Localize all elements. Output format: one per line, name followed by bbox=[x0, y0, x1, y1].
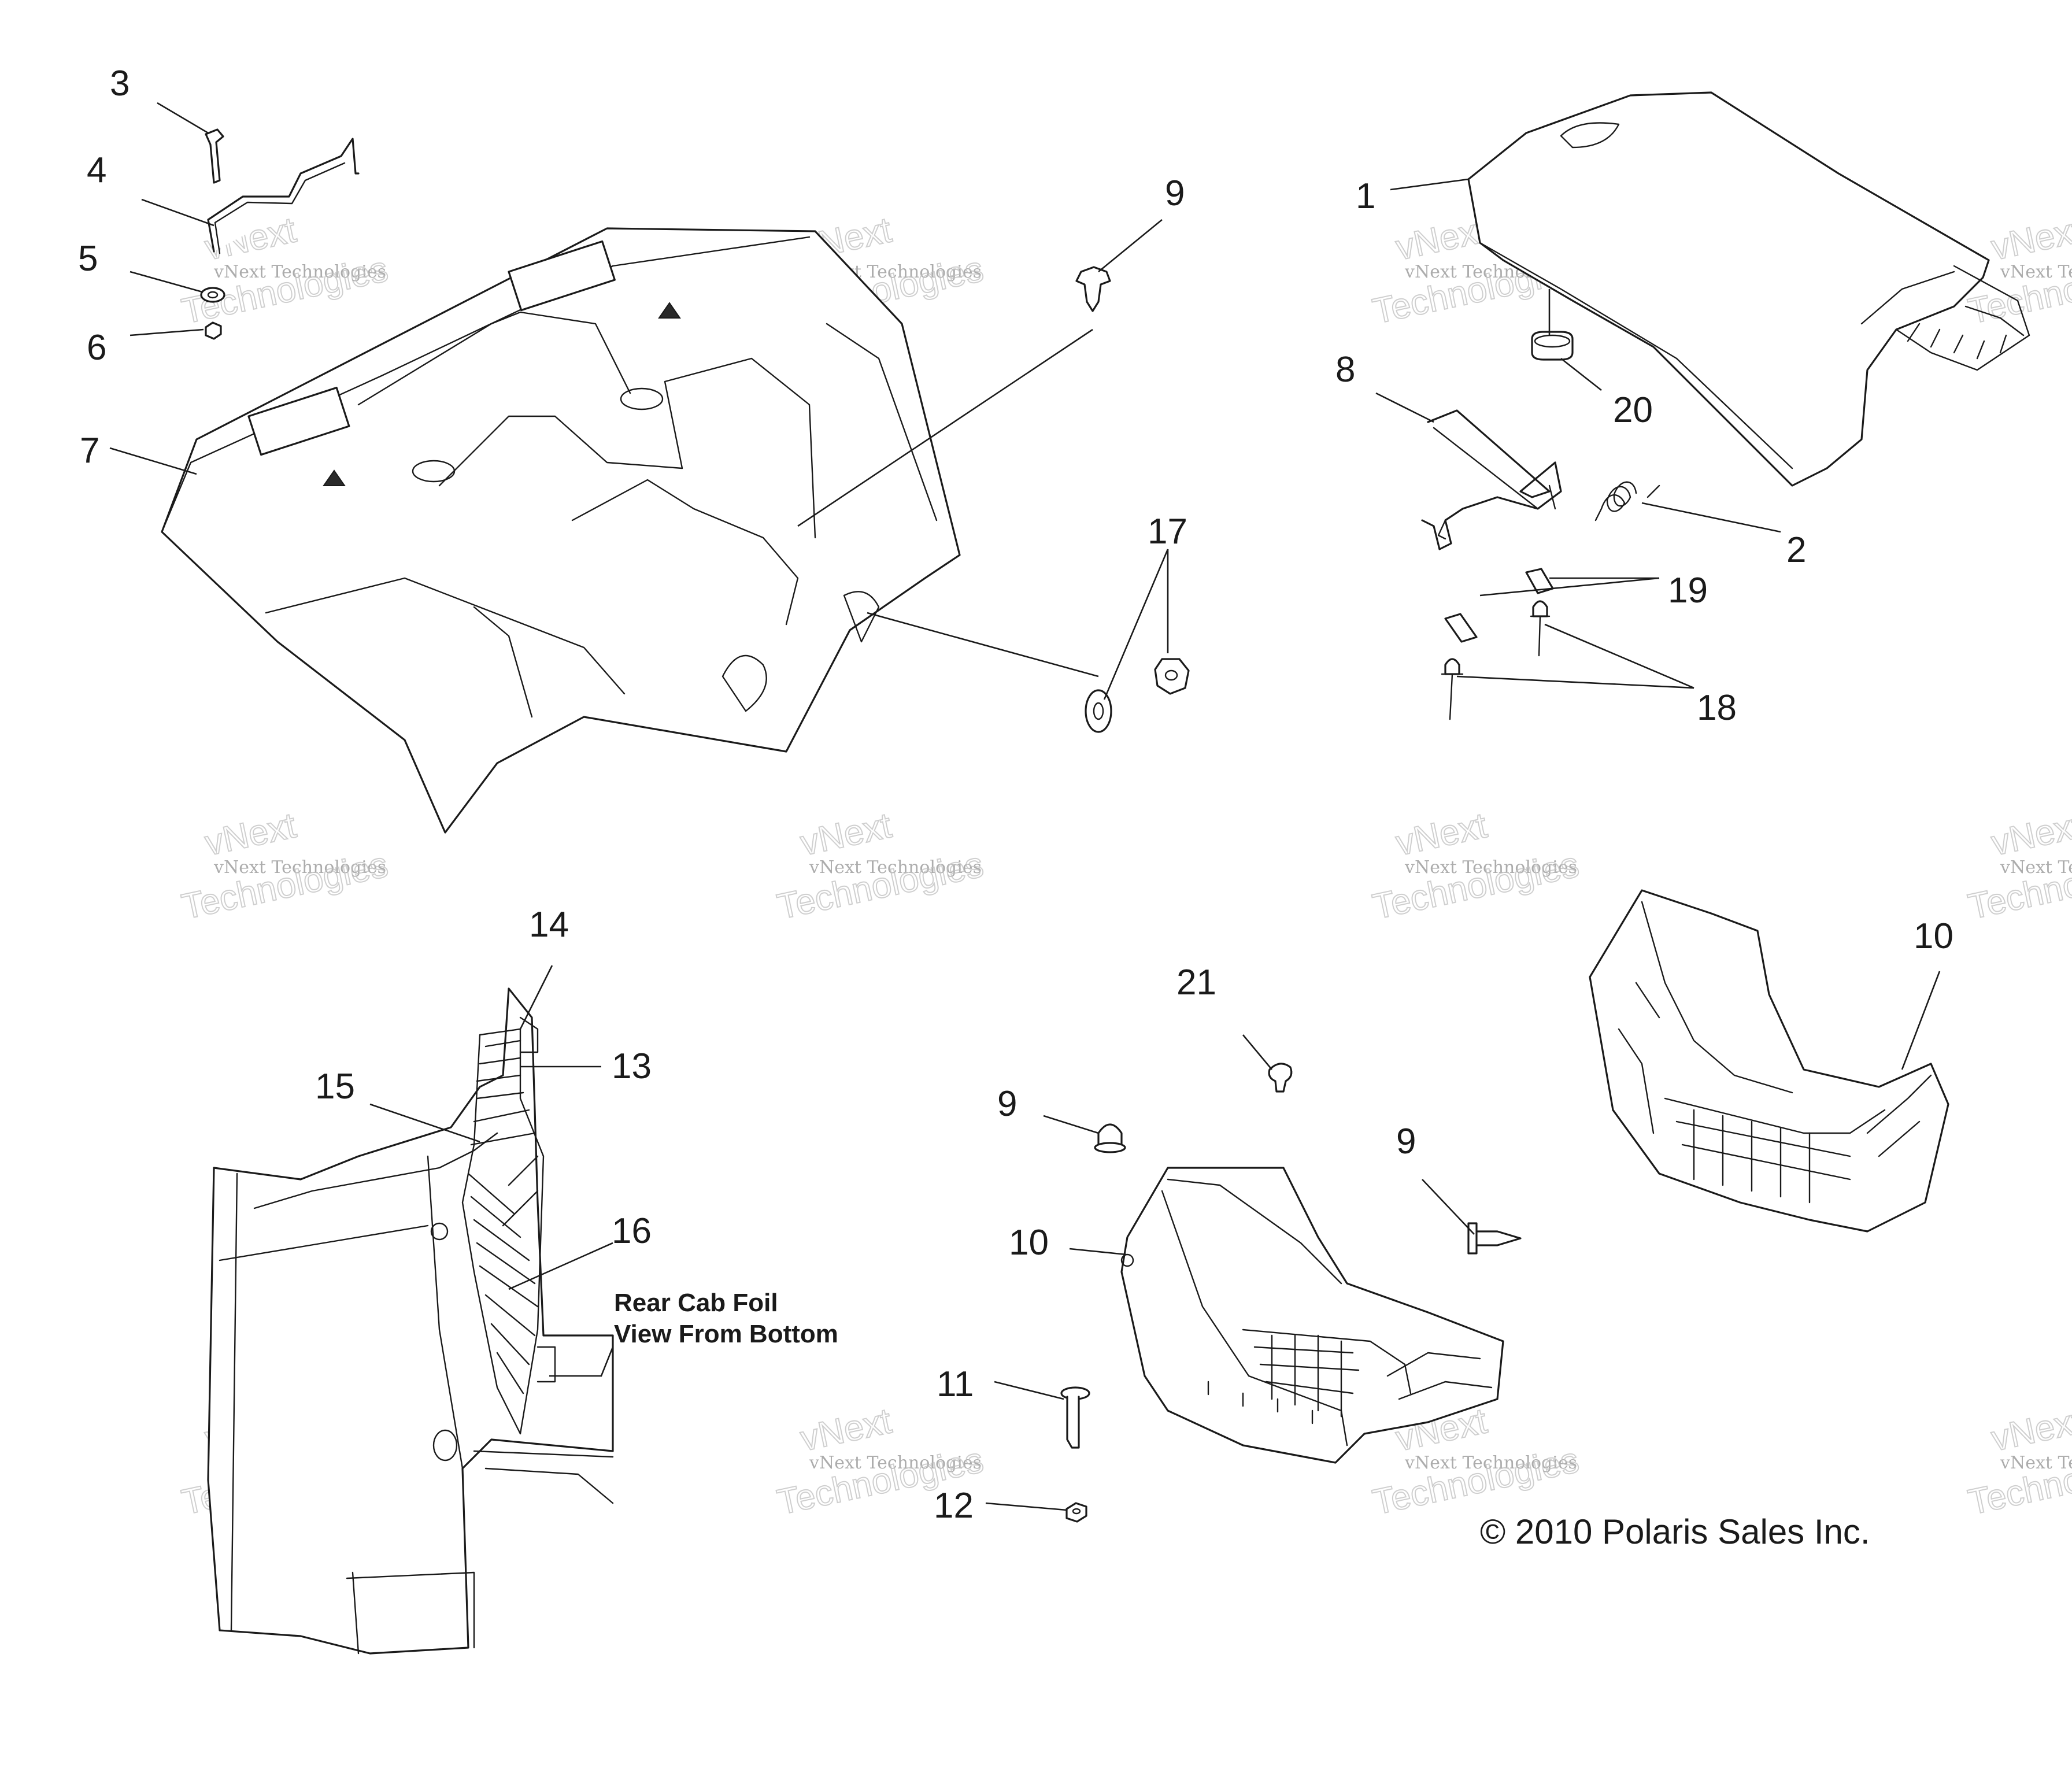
svg-text:vNext Technologies: vNext Technologies bbox=[213, 857, 386, 878]
callout-6: 6 bbox=[87, 328, 106, 368]
push-rivet-part-9 bbox=[1075, 266, 1111, 312]
screw-part-21 bbox=[1268, 1063, 1293, 1093]
svg-text:vNext: vNext bbox=[797, 1401, 895, 1459]
callout-16: 16 bbox=[612, 1211, 652, 1251]
rod-part-4 bbox=[207, 138, 360, 254]
svg-text:vNext: vNext bbox=[202, 805, 299, 863]
svg-text:vNext Technologies: vNext Technologies bbox=[809, 1453, 982, 1473]
callout-13: 13 bbox=[612, 1046, 652, 1086]
watermark: vNext vNext Technologies Technologies bbox=[178, 805, 392, 927]
grommet-part-17 bbox=[1085, 658, 1190, 733]
svg-text:vNext Technologies: vNext Technologies bbox=[809, 857, 982, 878]
copyright-text: © 2010 Polaris Sales Inc. bbox=[1480, 1512, 1870, 1551]
rear-cab-part-7 bbox=[161, 227, 961, 834]
callout-4: 4 bbox=[87, 150, 106, 190]
callout-12: 12 bbox=[934, 1486, 974, 1526]
svg-text:vNext Technologies: vNext Technologies bbox=[213, 262, 386, 282]
footwell-part-10 bbox=[1120, 1167, 1504, 1464]
latch-part-8 bbox=[1421, 409, 1562, 550]
nut-part-12 bbox=[1065, 1502, 1087, 1523]
callout-1: 1 bbox=[1356, 176, 1375, 216]
footwell-part-10 bbox=[1589, 889, 1949, 1233]
svg-text:vNext Technologies: vNext Technologies bbox=[1404, 1453, 1577, 1473]
callout-labels: 3 4 5 6 7 9 17 1 20 8 2 19 18 14 13 15 1… bbox=[78, 64, 1953, 1526]
svg-text:vNext: vNext bbox=[1988, 1401, 2072, 1459]
svg-text:vNext: vNext bbox=[797, 805, 895, 863]
callout-10: 10 bbox=[1914, 916, 1953, 956]
callout-3: 3 bbox=[110, 64, 130, 103]
callout-18: 18 bbox=[1697, 688, 1737, 728]
svg-text:vNext: vNext bbox=[1393, 805, 1490, 863]
view-note-line-1: Rear Cab Foil bbox=[614, 1289, 778, 1317]
callout-5: 5 bbox=[78, 239, 98, 279]
svg-text:vNext Technologies: vNext Technologies bbox=[2000, 1453, 2072, 1473]
callout-20: 20 bbox=[1613, 390, 1653, 430]
callout-9: 9 bbox=[997, 1084, 1017, 1124]
callout-8: 8 bbox=[1335, 350, 1355, 390]
callout-11: 11 bbox=[937, 1364, 974, 1404]
callout-7: 7 bbox=[80, 431, 99, 471]
pin-part-18 bbox=[1441, 600, 1551, 720]
callout-10: 10 bbox=[1009, 1223, 1049, 1263]
svg-text:vNext: vNext bbox=[1988, 805, 2072, 863]
svg-text:vNext Technologies: vNext Technologies bbox=[1404, 857, 1577, 878]
callout-9: 9 bbox=[1165, 173, 1185, 213]
callout-21: 21 bbox=[1176, 963, 1216, 1002]
washer-part-5 bbox=[200, 287, 225, 303]
watermark: vNext vNext Technologies Technologies bbox=[1964, 805, 2072, 927]
push-rivet-part-9 bbox=[1094, 1123, 1126, 1153]
watermark: vNext vNext Technologies Technologies bbox=[774, 805, 987, 927]
bumper-part-20 bbox=[1531, 331, 1574, 361]
callout-2: 2 bbox=[1786, 530, 1806, 570]
watermark: vNext vNext Technologies Technologies bbox=[1964, 1400, 2072, 1523]
bolt-part-3 bbox=[205, 128, 224, 184]
push-rivet-part-9 bbox=[1467, 1222, 1522, 1255]
view-note: Rear Cab Foil View From Bottom bbox=[614, 1289, 838, 1348]
svg-text:vNext: vNext bbox=[1988, 210, 2072, 268]
svg-text:vNext Technologies: vNext Technologies bbox=[2000, 262, 2072, 282]
spring-part-2 bbox=[1594, 481, 1660, 521]
nut-part-6 bbox=[205, 321, 222, 340]
bolt-part-11 bbox=[1060, 1386, 1090, 1449]
callout-14: 14 bbox=[529, 905, 569, 945]
callout-9: 9 bbox=[1396, 1122, 1416, 1161]
callout-17: 17 bbox=[1148, 512, 1187, 552]
callout-15: 15 bbox=[315, 1067, 355, 1107]
svg-text:vNext Technologies: vNext Technologies bbox=[2000, 857, 2072, 878]
rear-cab-bottom-view bbox=[207, 987, 614, 1655]
leader-lines bbox=[109, 102, 1941, 1511]
seat-part-1 bbox=[1467, 91, 2030, 487]
view-note-line-2: View From Bottom bbox=[614, 1320, 838, 1348]
watermark: vNext vNext Technologies Technologies bbox=[1369, 805, 1583, 927]
callout-19: 19 bbox=[1668, 571, 1708, 610]
